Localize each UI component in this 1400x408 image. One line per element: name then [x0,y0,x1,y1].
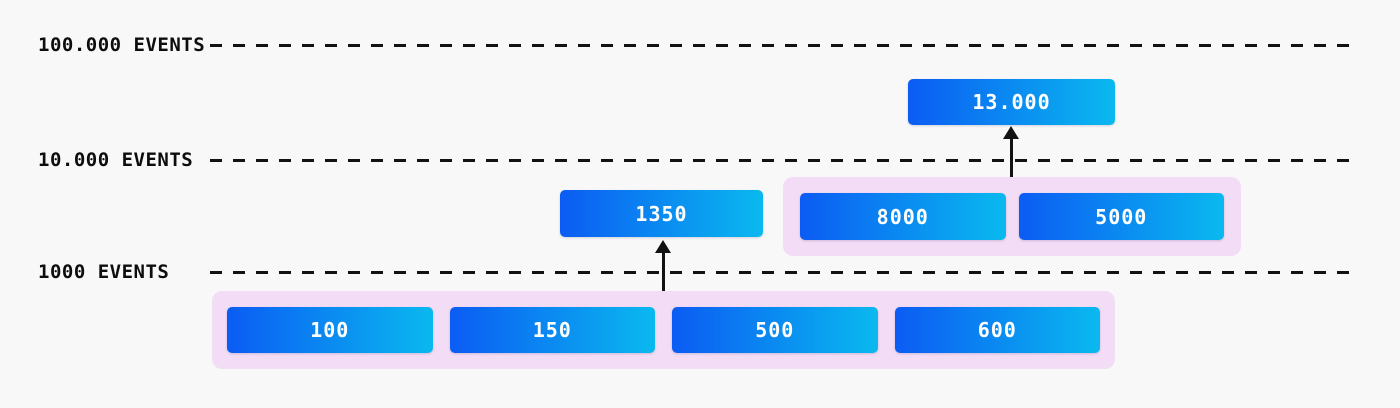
axis-label-1000-events: 1000 EVENTS [38,261,170,283]
axis-label-10000-events: 10.000 EVENTS [38,149,194,171]
event-box-100: 100 [227,307,433,353]
threshold-line-1000-events [210,271,1357,274]
arrow-up-icon [1003,126,1019,139]
event-box-600: 600 [894,307,1100,353]
threshold-line-100000-events [210,44,1357,47]
event-box-100-value: 100 [310,318,350,342]
event-box-8000: 8000 [800,193,1006,240]
event-box-8000-value: 8000 [876,204,929,229]
event-box-600-value: 600 [977,318,1017,342]
event-box-500: 500 [672,307,878,353]
arrow-up-icon [655,240,671,253]
bottom-group-container: 100 150 500 600 [212,291,1115,369]
event-box-150-value: 150 [532,318,572,342]
event-box-5000-value: 5000 [1095,204,1148,229]
mid-group-container: 8000 5000 [783,177,1241,256]
arrow-mid-group-to-13000 [1003,126,1019,177]
event-box-500-value: 500 [755,318,795,342]
arrow-shaft [661,253,665,291]
event-box-5000: 5000 [1018,193,1224,240]
event-box-13000-value: 13.000 [972,90,1051,114]
arrow-shaft [1009,139,1013,177]
event-box-13000: 13.000 [908,79,1115,125]
event-box-150: 150 [449,307,655,353]
axis-label-100000-events: 100.000 EVENTS [38,34,206,56]
event-box-1350-value: 1350 [635,201,688,226]
event-box-1350: 1350 [560,190,763,237]
threshold-line-10000-events [210,159,1357,162]
arrow-bottom-group-to-1350 [655,240,671,291]
